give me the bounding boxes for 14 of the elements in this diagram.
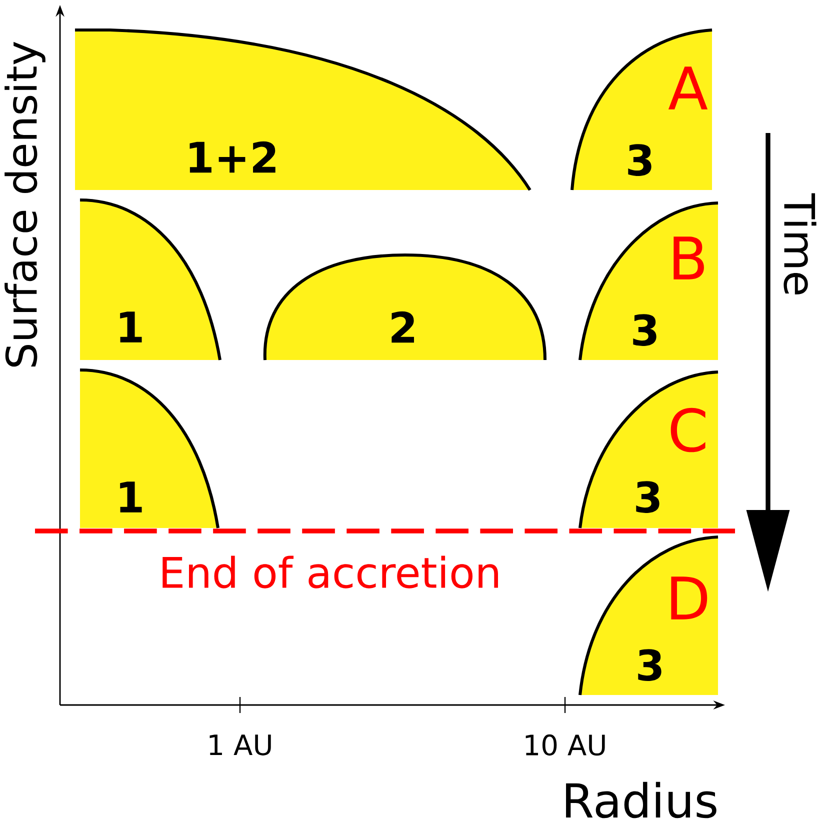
annotation-text: End of accretion xyxy=(162,556,498,588)
density-profile: 1 xyxy=(80,368,220,528)
tick-label: 1 AU xyxy=(210,734,271,756)
density-profile: 1 xyxy=(80,198,222,360)
density-profile: 2 xyxy=(263,253,547,360)
tick-label: 10 AU xyxy=(526,734,605,756)
stage-letter: C xyxy=(670,408,706,452)
axis-title: Radius xyxy=(566,782,716,818)
stage-letter: B xyxy=(674,236,704,280)
density-profile: 1+2 xyxy=(75,28,532,191)
stage-letter: D xyxy=(671,576,708,620)
stage-letter: A xyxy=(668,66,708,110)
axis-title: Time xyxy=(784,193,816,294)
axis-title: Surface density xyxy=(4,42,46,367)
